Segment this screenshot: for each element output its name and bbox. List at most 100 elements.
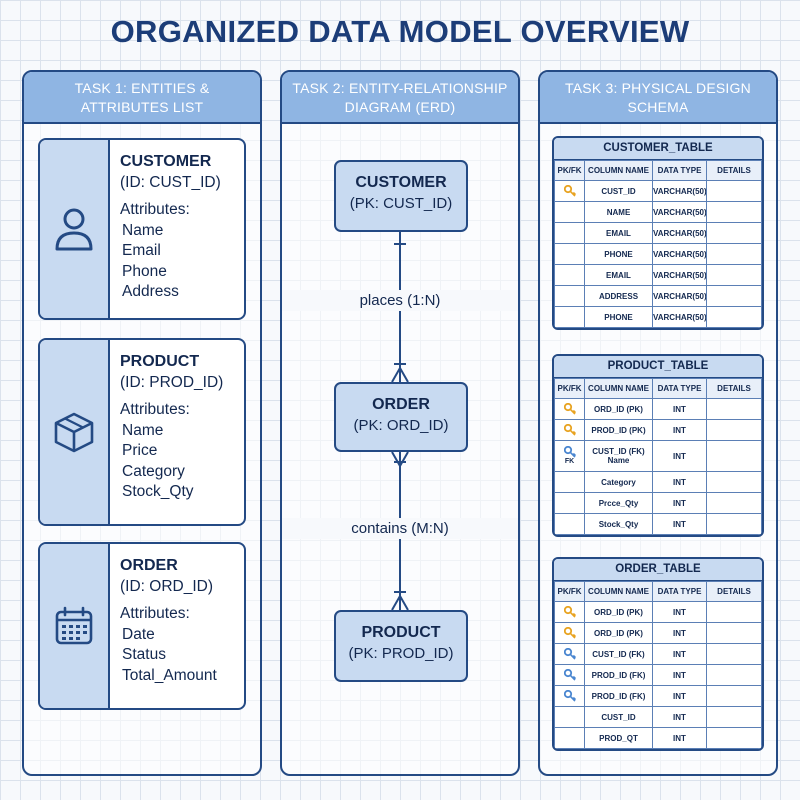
key-cell	[554, 513, 585, 535]
data-type-cell: INT	[652, 664, 707, 686]
erd-entity-name: ORDER	[372, 396, 430, 413]
foreign-key-icon	[563, 446, 576, 458]
erd-entity-name: PRODUCT	[361, 624, 441, 641]
column-header: COLUMN NAME	[584, 160, 653, 181]
data-type-cell: INT	[652, 706, 707, 728]
key-label: FK	[564, 458, 575, 465]
data-type-cell: INT	[652, 513, 707, 535]
key-cell	[554, 398, 585, 420]
details-cell	[706, 622, 762, 644]
key-cell	[554, 685, 585, 707]
attribute-item: Phone	[122, 262, 167, 280]
column-header: PK/FK	[554, 160, 585, 181]
attribute-item: Address	[122, 283, 179, 300]
details-cell	[706, 398, 762, 420]
task1-header: TASK 1: ENTITIES & ATTRIBUTES LIST	[24, 72, 260, 124]
data-type-cell: VARCHAR(50)	[652, 285, 707, 307]
entity-name: CUSTOMER	[120, 153, 212, 170]
key-cell	[554, 706, 585, 728]
data-type-cell: VARCHAR(50)	[652, 264, 707, 286]
column-name-cell: PROD_QT	[584, 727, 653, 749]
attribute-item: Stock_Qty	[122, 483, 194, 500]
data-type-cell: INT	[652, 685, 707, 707]
key-cell	[554, 243, 585, 265]
details-cell	[706, 419, 762, 441]
column-name-cell: ORD_ID (PK)	[584, 601, 653, 623]
attribute-item: Name	[122, 421, 164, 439]
table-row: PROD_ID (FK)INT	[554, 685, 762, 707]
key-cell	[554, 664, 585, 686]
attribute-item: Category	[122, 462, 185, 480]
erd-entity-product: PRODUCT (PK: PROD_ID)	[334, 610, 468, 682]
table-row: PROD_ID (PK)INT	[554, 419, 762, 441]
task3-header: TASK 3: PHYSICAL DESIGN SCHEMA	[540, 72, 776, 124]
details-cell	[706, 264, 762, 286]
attribute-item: Email	[122, 242, 161, 259]
column-header: COLUMN NAME	[584, 378, 653, 399]
table-name: CUSTOMER_TABLE	[554, 138, 762, 160]
data-type-cell: INT	[652, 492, 707, 514]
data-type-cell: VARCHAR(50)	[652, 180, 707, 202]
primary-key-icon	[563, 185, 576, 197]
key-cell	[554, 622, 585, 644]
column-header: DATA TYPE	[652, 378, 707, 399]
foreign-key-icon	[563, 669, 576, 681]
entity-name: PRODUCT	[120, 353, 200, 370]
primary-key-icon	[563, 627, 576, 639]
details-cell	[706, 201, 762, 223]
attribute-item: Price	[122, 442, 158, 459]
entity-card-product: PRODUCT (ID: PROD_ID) Attributes: Name P…	[38, 338, 246, 526]
data-type-cell: VARCHAR(50)	[652, 222, 707, 244]
entity-id: (ID: ORD_ID)	[120, 577, 213, 595]
erd-entity-pk: (PK: ORD_ID)	[353, 417, 449, 434]
person-icon	[55, 208, 93, 251]
attribute-item: Status	[122, 646, 166, 663]
details-cell	[706, 664, 762, 686]
erd-entity-pk: (PK: PROD_ID)	[348, 645, 454, 662]
key-cell	[554, 419, 585, 441]
column-header: DATA TYPE	[652, 160, 707, 181]
foreign-key-icon	[563, 690, 576, 702]
column-name-cell: EMAIL	[584, 222, 653, 244]
column-header: DETAILS	[706, 581, 762, 602]
data-type-cell: INT	[652, 622, 707, 644]
key-cell	[554, 180, 585, 202]
calendar-icon	[55, 606, 93, 645]
details-cell	[706, 643, 762, 665]
key-cell	[554, 201, 585, 223]
column-name-cell: PROD_ID (FK)	[584, 685, 653, 707]
erd-entity-pk: (PK: CUST_ID)	[349, 195, 453, 212]
attributes-label: Attributes:	[120, 605, 190, 622]
column-name-cell: PROD_ID (FK)	[584, 664, 653, 686]
entity-id: (ID: PROD_ID)	[120, 373, 224, 391]
column-header: DATA TYPE	[652, 581, 707, 602]
key-cell	[554, 601, 585, 623]
column-name-cell: Prcce_Qty	[584, 492, 653, 514]
data-type-cell: INT	[652, 398, 707, 420]
erd-entity-name: CUSTOMER	[355, 174, 447, 191]
column-name-cell: ADDRESS	[584, 285, 653, 307]
details-cell	[706, 285, 762, 307]
data-type-cell: VARCHAR(50)	[652, 201, 707, 223]
relationship-label: places (1:N)	[282, 290, 518, 311]
erd-entity-customer: CUSTOMER (PK: CUST_ID)	[334, 160, 468, 232]
column-name-cell: CUST_ID (FK)	[584, 643, 653, 665]
details-cell	[706, 440, 762, 472]
column-name-cell: CUST_ID (FK) Name	[584, 440, 653, 472]
table-row: PROD_ID (FK)INT	[554, 664, 762, 686]
details-cell	[706, 492, 762, 514]
details-cell	[706, 685, 762, 707]
column-name-cell: ORD_ID (PK)	[584, 398, 653, 420]
